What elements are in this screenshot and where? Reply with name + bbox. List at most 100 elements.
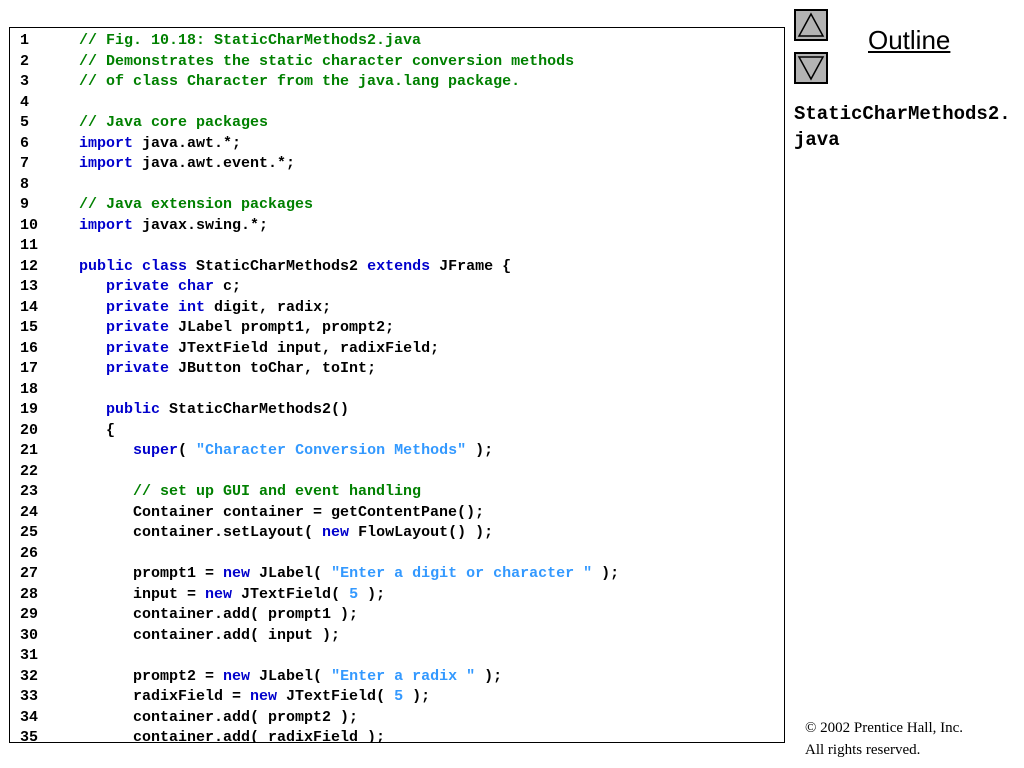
code-line: 34 container.add( prompt2 ); <box>20 708 784 729</box>
code-token: JLabel( <box>250 667 332 685</box>
code-token: JLabel prompt1, prompt2; <box>169 319 395 336</box>
code-line: 20 { <box>20 421 784 442</box>
string-token: 5 <box>394 688 404 705</box>
code-text: // Demonstrates the static character con… <box>79 52 574 73</box>
code-text: radixField = new JTextField( 5 ); <box>79 687 430 708</box>
line-number: 3 <box>20 73 30 90</box>
keyword-token: private int <box>106 298 206 316</box>
code-text: // of class Character from the java.lang… <box>79 72 520 93</box>
code-text: container.add( prompt2 ); <box>79 708 358 729</box>
code-text: prompt1 = new JLabel( "Enter a digit or … <box>79 564 619 585</box>
keyword-token: import <box>79 155 134 172</box>
outline-link[interactable]: Outline <box>868 25 951 55</box>
code-token: FlowLayout() ); <box>349 524 494 541</box>
code-text: prompt2 = new JLabel( "Enter a radix " )… <box>79 667 502 688</box>
rights-text: All rights reserved. <box>805 742 921 758</box>
code-token <box>79 278 106 295</box>
code-token: JButton toChar, toInt; <box>169 360 377 377</box>
line-number: 31 <box>20 647 39 664</box>
previous-slide-button[interactable] <box>794 9 828 41</box>
code-token: ); <box>466 442 494 459</box>
code-token: container.add( prompt2 ); <box>79 708 359 726</box>
code-text: container.add( prompt1 ); <box>79 605 358 626</box>
code-line: 24 Container container = getContentPane(… <box>20 503 784 524</box>
line-number: 16 <box>20 339 39 357</box>
line-number: 12 <box>20 257 39 275</box>
code-token: prompt2 = <box>79 667 224 685</box>
line-number: 17 <box>20 360 39 377</box>
code-text: super( "Character Conversion Methods" ); <box>79 441 493 462</box>
line-number: 15 <box>20 319 39 336</box>
line-number: 28 <box>20 585 39 603</box>
code-line: 27 prompt1 = new JLabel( "Enter a digit … <box>20 564 784 585</box>
code-token: JTextField( <box>232 585 350 603</box>
keyword-token: import <box>79 134 134 152</box>
keyword-token: private <box>106 319 170 336</box>
code-line: 17 private JButton toChar, toInt; <box>20 359 784 380</box>
file-name-label: StaticCharMethods2.java <box>794 103 1011 151</box>
code-line: 29 container.add( prompt1 ); <box>20 605 784 626</box>
code-token: container.setLayout( <box>79 524 323 541</box>
keyword-token: new <box>223 667 251 685</box>
line-number: 22 <box>20 462 39 480</box>
code-text: import java.awt.event.*; <box>79 154 295 175</box>
code-line: 9// Java extension packages <box>20 195 784 216</box>
keyword-token: private <box>106 360 170 377</box>
keyword-token: new <box>250 688 278 705</box>
code-token: c; <box>214 278 242 295</box>
code-token: digit, radix; <box>205 298 332 316</box>
comment-token: // Fig. 10.18: StaticCharMethods2.java <box>79 32 422 49</box>
comment-token: // Java core packages <box>79 114 269 131</box>
code-token: StaticCharMethods2 <box>187 257 368 275</box>
code-text: // Fig. 10.18: StaticCharMethods2.java <box>79 31 421 52</box>
code-token: ); <box>592 565 620 582</box>
code-token <box>79 360 106 377</box>
code-text: { <box>79 421 115 442</box>
code-token: { <box>79 421 116 439</box>
code-token: java.awt.*; <box>133 134 242 152</box>
line-number: 5 <box>20 114 30 131</box>
code-token: container.add( radixField ); <box>79 729 386 743</box>
line-number: 2 <box>20 52 30 70</box>
string-token: 5 <box>349 585 359 603</box>
line-number: 29 <box>20 606 39 623</box>
string-token: "Character Conversion Methods" <box>196 442 467 459</box>
code-token: JFrame { <box>430 257 512 275</box>
line-number: 30 <box>20 626 39 644</box>
code-token: input = <box>79 585 206 603</box>
code-token: radixField = <box>79 688 251 705</box>
code-text: container.add( input ); <box>79 626 340 647</box>
line-number: 7 <box>20 155 30 172</box>
code-text: private JTextField input, radixField; <box>79 339 439 360</box>
line-number: 20 <box>20 421 39 439</box>
line-number: 25 <box>20 524 39 541</box>
line-number: 33 <box>20 688 39 705</box>
line-number: 4 <box>20 93 30 111</box>
next-slide-button[interactable] <box>794 52 828 84</box>
line-number: 26 <box>20 544 39 562</box>
code-text: input = new JTextField( 5 ); <box>79 585 385 606</box>
code-line: 13 private char c; <box>20 277 784 298</box>
line-number: 23 <box>20 483 39 500</box>
code-line: 14 private int digit, radix; <box>20 298 784 319</box>
code-token: java.awt.event.*; <box>133 155 296 172</box>
code-line: 2 // Demonstrates the static character co… <box>20 52 784 73</box>
code-line: 15 private JLabel prompt1, prompt2; <box>20 318 784 339</box>
code-text: public StaticCharMethods2() <box>79 400 349 421</box>
line-number: 35 <box>20 729 39 743</box>
code-token: JTextField input, radixField; <box>169 339 440 357</box>
line-number: 11 <box>20 237 39 254</box>
code-token: container.add( prompt1 ); <box>79 606 359 623</box>
code-token: JTextField( <box>277 688 395 705</box>
copyright-text: © 2002 Prentice Hall, Inc. <box>805 720 964 736</box>
keyword-token: new <box>205 585 233 603</box>
keyword-token: public <box>106 401 161 418</box>
comment-token: // Java extension packages <box>79 196 314 213</box>
keyword-token: public class <box>79 257 188 275</box>
code-text: private char c; <box>79 277 241 298</box>
comment-token: // Demonstrates the static character con… <box>79 52 575 70</box>
code-line: 22 <box>20 462 784 483</box>
